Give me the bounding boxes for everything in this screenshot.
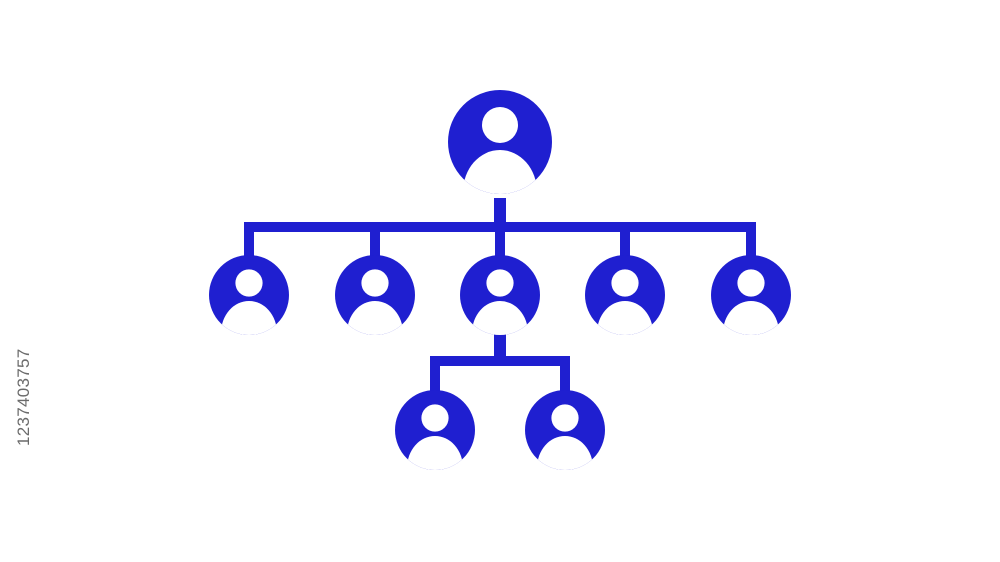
person-node-level1-1 — [209, 255, 289, 335]
connector-drop-7 — [560, 356, 570, 392]
person-node-level1-2 — [335, 255, 415, 335]
person-icon — [537, 404, 593, 470]
level-1-nodes — [209, 255, 791, 335]
person-node-level1-5 — [711, 255, 791, 335]
connector-lines — [244, 198, 756, 392]
person-node-top — [448, 90, 552, 194]
person-icon — [221, 269, 277, 335]
person-icon — [463, 107, 537, 194]
person-node-level2-2 — [525, 390, 605, 470]
person-icon — [472, 269, 528, 335]
connector-drop-2 — [370, 222, 380, 256]
person-icon — [407, 404, 463, 470]
connector-top-stem — [494, 198, 506, 228]
connector-level2-bar — [430, 356, 570, 366]
connector-drop-1 — [244, 222, 254, 256]
connector-drop-3 — [495, 222, 505, 256]
person-node-level2-1 — [395, 390, 475, 470]
person-node-level1-3 — [460, 255, 540, 335]
person-icon — [347, 269, 403, 335]
image-id-label: 1237403757 — [14, 348, 33, 446]
connector-drop-5 — [746, 222, 756, 256]
level-2-nodes — [395, 390, 605, 470]
person-icon — [723, 269, 779, 335]
connector-drop-4 — [620, 222, 630, 256]
person-icon — [597, 269, 653, 335]
connector-drop-6 — [430, 356, 440, 392]
person-node-level1-4 — [585, 255, 665, 335]
